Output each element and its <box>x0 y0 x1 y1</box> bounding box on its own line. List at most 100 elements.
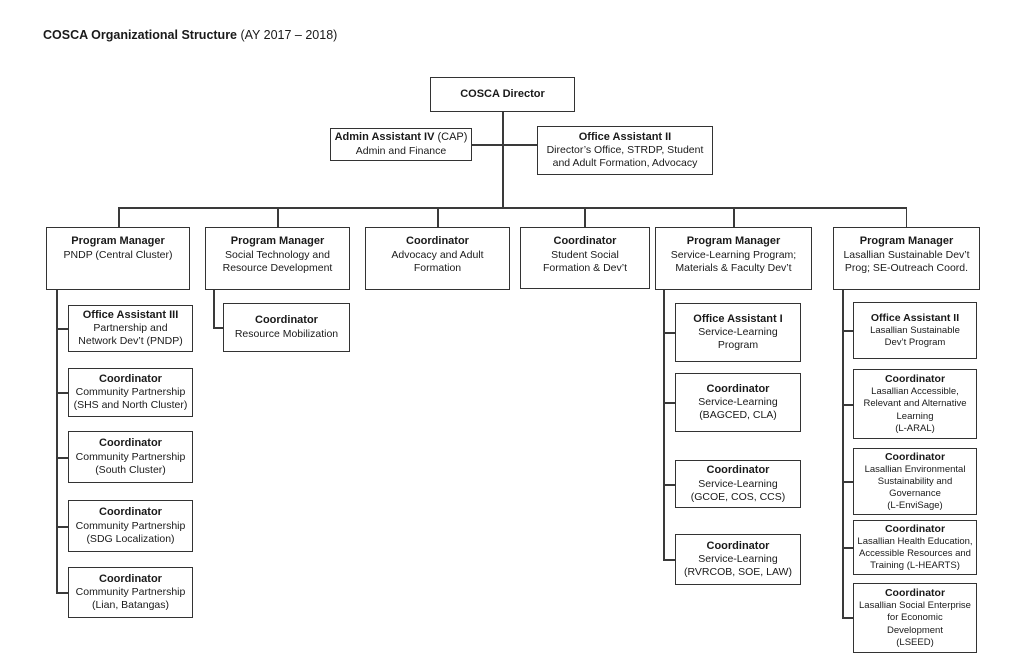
box-body: Lasallian Sustainable Dev’t Prog; SE-Out… <box>843 248 970 274</box>
box-body: Lasallian Health Education, Accessible R… <box>857 535 973 572</box>
box-title: Office Assistant II <box>870 311 960 324</box>
box-title: Coordinator <box>99 506 162 519</box>
connector <box>118 207 907 209</box>
box-coord-sl-rvrcob-soe-law: Coordinator Service-Learning (RVRCOB, SO… <box>675 534 801 585</box>
connector <box>663 290 665 560</box>
box-coord-l-envisage: Coordinator Lasallian Environmental Sust… <box>853 448 977 515</box>
box-coord-l-hearts: Coordinator Lasallian Health Education, … <box>853 520 977 575</box>
box-body: Lasallian Sustainable Dev’t Program <box>870 324 960 349</box>
box-coord-sl-gcoe-cos-ccs: Coordinator Service-Learning (GCOE, COS,… <box>675 460 801 508</box>
connector <box>213 327 223 329</box>
box-body: Service-Learning (BAGCED, CLA) <box>698 396 778 422</box>
connector <box>663 332 675 334</box>
box-title: Coordinator <box>99 572 162 585</box>
box-coord-resource-mobilization: Coordinator Resource Mobilization <box>223 303 350 352</box>
box-coord-student-social-formation: Coordinator Student Social Formation & D… <box>520 227 650 289</box>
connector <box>842 404 853 406</box>
box-body: Service-Learning Program <box>698 326 778 352</box>
connector <box>663 559 675 561</box>
box-coord-advocacy-adult-formation: Coordinator Advocacy and Adult Formation <box>365 227 510 290</box>
connector <box>118 207 120 228</box>
connector <box>842 290 844 618</box>
connector <box>733 207 735 228</box>
box-body: PNDP (Central Cluster) <box>63 248 173 261</box>
box-coord-cp-south: Coordinator Community Partnership (South… <box>68 431 193 483</box>
connector <box>437 207 439 228</box>
box-admin-assistant-iv: Admin Assistant IV (CAP) Admin and Finan… <box>330 128 472 161</box>
box-body: Student Social Formation & Dev’t <box>542 248 628 274</box>
box-coord-cp-shs-north: Coordinator Community Partnership (SHS a… <box>68 368 193 417</box>
box-body: Director’s Office, STRDP, Student and Ad… <box>546 144 704 170</box>
connector <box>56 290 58 593</box>
box-title: Program Manager <box>686 235 781 247</box>
box-title: Coordinator <box>706 382 770 395</box>
box-title: Program Manager <box>230 235 325 247</box>
box-title: Coordinator <box>884 373 946 386</box>
box-title: Coordinator <box>406 235 469 247</box>
box-body: Social Technology and Resource Developme… <box>222 248 333 274</box>
box-title: Office Assistant II <box>578 130 672 143</box>
connector <box>842 481 853 483</box>
box-title: Program Manager <box>71 235 165 247</box>
box-coord-l-aral: Coordinator Lasallian Accessible, Releva… <box>853 369 977 439</box>
connector <box>905 207 907 228</box>
connector <box>472 144 537 146</box>
connector <box>502 112 504 207</box>
box-body: Lasallian Social Enterprise for Economic… <box>859 600 971 648</box>
box-cosca-director: COSCA Director <box>430 77 575 112</box>
box-oa3-pndp: Office Assistant III Partnership and Net… <box>68 305 193 352</box>
box-title-bold: Admin Assistant IV <box>334 131 435 144</box>
box-title: Office Assistant III <box>82 308 179 321</box>
box-oa1-service-learning: Office Assistant I Service-Learning Prog… <box>675 303 801 362</box>
connector <box>842 547 853 549</box>
box-coord-cp-sdg: Coordinator Community Partnership (SDG L… <box>68 500 193 552</box>
connector <box>56 457 68 459</box>
connector <box>584 207 586 228</box>
box-title: Program Manager <box>859 235 954 247</box>
box-title: Coordinator <box>706 464 770 477</box>
box-body: Admin and Finance <box>355 144 447 157</box>
box-title: Coordinator <box>884 522 946 535</box>
box-title: COSCA Director <box>460 87 545 100</box>
box-title-normal: (CAP) <box>434 131 468 144</box>
connector <box>56 328 68 330</box>
box-oa2-lasallian-sustainable: Office Assistant II Lasallian Sustainabl… <box>853 302 977 359</box>
box-title: Coordinator <box>884 450 946 463</box>
connector <box>277 207 279 228</box>
box-body: Lasallian Environmental Sustainability a… <box>864 463 966 512</box>
box-body: Partnership and Network Dev’t (PNDP) <box>78 322 183 348</box>
box-title: Coordinator <box>884 587 946 600</box>
page-title: COSCA Organizational Structure (AY 2017 … <box>43 28 337 42</box>
box-title: Coordinator <box>706 539 770 552</box>
connector <box>842 330 853 332</box>
box-pm-lasallian-sustainable: Program Manager Lasallian Sustainable De… <box>833 227 980 290</box>
box-title: Coordinator <box>99 437 162 450</box>
box-body: Lasallian Accessible, Relevant and Alter… <box>863 386 967 434</box>
box-office-assistant-ii: Office Assistant II Director’s Office, S… <box>537 126 713 175</box>
connector <box>663 402 675 404</box>
box-pm-pndp: Program Manager PNDP (Central Cluster) <box>46 227 190 290</box>
connector <box>663 484 675 486</box>
connector <box>56 592 68 594</box>
box-pm-service-learning: Program Manager Service-Learning Program… <box>655 227 812 290</box>
box-title: Coordinator <box>99 372 162 385</box>
box-coord-cp-lian-batangas: Coordinator Community Partnership (Lian,… <box>68 567 193 618</box>
box-body: Community Partnership (SHS and North Clu… <box>73 386 188 412</box>
box-body: Resource Mobilization <box>234 327 339 340</box>
page-title-normal: (AY 2017 – 2018) <box>237 28 338 42</box>
page-title-bold: COSCA Organizational Structure <box>43 28 238 42</box>
box-title: Coordinator <box>255 314 318 327</box>
box-coord-sl-bagced-cla: Coordinator Service-Learning (BAGCED, CL… <box>675 373 801 432</box>
box-pm-social-technology: Program Manager Social Technology and Re… <box>205 227 350 290</box>
box-body: Service-Learning (GCOE, COS, CCS) <box>690 477 786 503</box>
box-body: Community Partnership (SDG Localization) <box>75 519 186 545</box>
connector <box>842 617 853 619</box>
box-title: Office Assistant I <box>693 312 783 325</box>
box-coord-lseed: Coordinator Lasallian Social Enterprise … <box>853 583 977 653</box>
box-body: Community Partnership (Lian, Batangas) <box>75 586 186 612</box>
connector <box>56 392 68 394</box>
box-body: Advocacy and Adult Formation <box>391 248 484 274</box>
connector <box>213 290 215 328</box>
box-body: Service-Learning (RVRCOB, SOE, LAW) <box>684 553 792 579</box>
